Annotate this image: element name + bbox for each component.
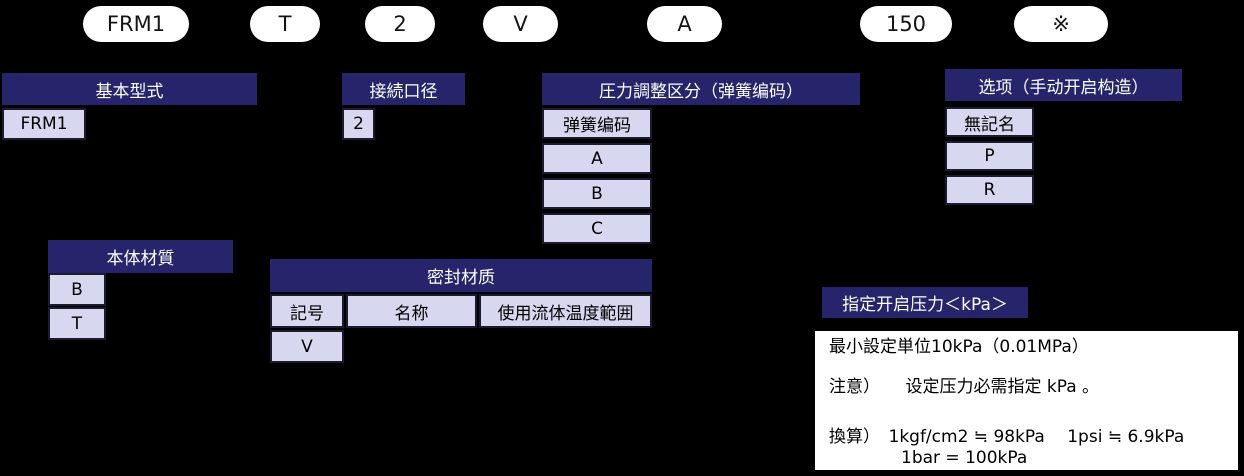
seal-material-col-symbol: 記号 <box>270 294 344 328</box>
pressure-range-cell-a: A <box>542 143 652 174</box>
pressure-range-cell-b: B <box>542 178 652 209</box>
code-pill-ref-mark: ※ <box>1014 6 1108 42</box>
note-min-unit: 最小設定単位10kPa（0.01MPa） <box>829 337 1089 357</box>
basic-model-header: 基本型式 <box>2 73 257 105</box>
code-pill-150: 150 <box>860 6 952 42</box>
body-material-cell-t: T <box>48 307 106 340</box>
options-cell-unmarked: 無記名 <box>945 107 1034 137</box>
code-pill-frm1: FRM1 <box>83 6 189 42</box>
seal-material-header: 密封材质 <box>270 259 652 292</box>
body-material-header: 本体材質 <box>48 240 233 273</box>
seal-material-cell-v: V <box>270 330 344 363</box>
seal-material-col-temp-range: 使用流体温度範囲 <box>479 294 652 328</box>
basic-model-cell-frm1: FRM1 <box>2 108 86 140</box>
note-conversion-bar: 1bar = 100kPa <box>901 448 1028 468</box>
options-cell-r: R <box>945 175 1034 205</box>
note-conversion: 換算） 1kgf/cm2 ≒ 98kPa 1psi ≒ 6.9kPa <box>829 427 1185 447</box>
set-pressure-note-box: 最小設定単位10kPa（0.01MPa） 注意） 设定压力必需指定 kPa 。 … <box>813 329 1240 472</box>
connection-size-cell-2: 2 <box>342 108 375 140</box>
code-pill-v: V <box>483 6 558 42</box>
options-cell-p: P <box>945 141 1034 171</box>
code-pill-a: A <box>647 6 722 42</box>
seal-material-col-name: 名称 <box>346 294 477 328</box>
code-pill-t: T <box>250 6 320 42</box>
note-caution: 注意） 设定压力必需指定 kPa 。 <box>829 377 1100 397</box>
code-pill-2: 2 <box>365 6 435 42</box>
connection-size-header: 接続口径 <box>342 73 465 105</box>
set-pressure-header: 指定开启压力＜kPa＞ <box>822 287 1028 318</box>
options-header: 选项（手动开启构造） <box>945 69 1182 101</box>
pressure-range-header: 圧力調整区分（弹簧编码） <box>542 73 860 105</box>
pressure-range-cell-spring-code: 弹簧编码 <box>542 108 652 139</box>
body-material-cell-b: B <box>48 273 106 306</box>
pressure-range-cell-c: C <box>542 213 652 244</box>
